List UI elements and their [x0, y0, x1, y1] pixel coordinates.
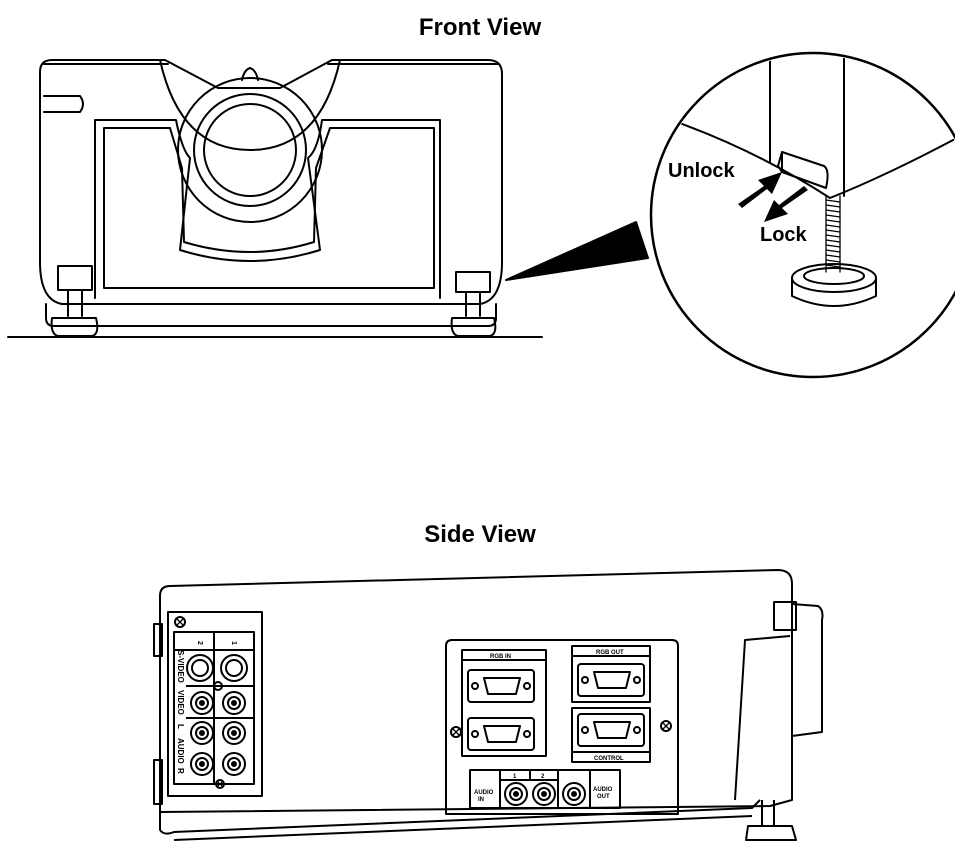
rear-tab: [773, 601, 797, 631]
av-panel: [167, 611, 263, 797]
chassis-bottom-lip: [159, 799, 761, 835]
audio-in-label-1: AUDIO: [474, 790, 494, 796]
video-jacks: [190, 691, 246, 715]
av-panel-screw-mid: [213, 681, 223, 691]
front-grille-outline: [94, 119, 441, 299]
svideo-label: S-VIDEO: [176, 650, 185, 683]
left-side-tab-bottom: [153, 759, 163, 805]
callout-wedge: [505, 221, 649, 281]
indicator-window: [43, 95, 84, 113]
left-foot-housing: [57, 265, 93, 291]
lens-top-tab: [241, 67, 259, 81]
rgb-in-connector-2: [467, 717, 535, 751]
rgb-in-label: RGB IN: [490, 654, 511, 660]
audio-r-label: R: [176, 768, 185, 774]
audio-in-1-label: 1: [513, 774, 517, 780]
unlock-label: Unlock: [668, 160, 735, 182]
audio-l-label: L: [176, 724, 185, 729]
adjuster-thread: [825, 195, 841, 273]
right-foot-screw: [465, 291, 481, 317]
adjuster-foot-inner: [803, 267, 865, 285]
audio-in-2-label: 2: [541, 774, 545, 780]
lock-label: Lock: [760, 224, 807, 246]
av-panel-screw-bottom: [215, 779, 225, 789]
lock-arrow: [764, 186, 808, 222]
audio-l-jacks: [190, 721, 246, 745]
left-foot-pad: [50, 317, 99, 337]
rear-bumper: [791, 603, 824, 737]
audio-frame: [469, 769, 621, 809]
audio-out-label-1: AUDIO: [593, 787, 613, 793]
projector-body: [39, 59, 503, 305]
lens-glass: [203, 103, 297, 197]
zoom-lock-lever: [777, 151, 829, 189]
lens-outer-ring: [177, 77, 323, 223]
right-foot-housing: [455, 271, 491, 293]
adjuster-foot-side: [791, 277, 877, 307]
unlock-arrow: [738, 172, 782, 208]
io-screw-right: [660, 720, 672, 732]
control-frame: [571, 707, 651, 763]
io-panel: [445, 639, 679, 815]
rgb-out-connector: [577, 663, 645, 697]
zoom-body-edge: [653, 109, 955, 199]
io-screw-right-x: [661, 721, 671, 731]
control-label: CONTROL: [594, 756, 624, 762]
rgb-in-connector-1: [467, 669, 535, 703]
right-foot-pad: [450, 317, 497, 337]
audio-in-jacks: [504, 782, 556, 806]
audio-r-jacks: [190, 752, 246, 776]
audio-label: AUDIO: [176, 738, 185, 764]
chassis-outline: [159, 569, 793, 813]
zoom-circle: [649, 51, 955, 379]
front-view-title: Front View: [418, 14, 542, 41]
body-bezel: [159, 59, 341, 151]
audio-out-jack: [562, 782, 586, 806]
io-screw-left-x: [451, 727, 461, 737]
left-foot-screw: [67, 289, 83, 317]
av-col-2-label: 2: [196, 641, 203, 645]
audio-out-label-2: OUT: [597, 794, 610, 800]
lens-mid-ring: [193, 93, 307, 207]
left-side-tab-top: [153, 623, 163, 657]
rgb-in-frame: [461, 649, 547, 757]
rear-foot: [745, 800, 797, 841]
svideo-jacks: [186, 654, 248, 682]
video-label: VIDEO: [176, 690, 185, 715]
rear-ridge: [734, 635, 791, 801]
chassis-rib: [173, 815, 753, 841]
control-connector: [577, 713, 645, 747]
audio-in-label-2: IN: [478, 797, 484, 803]
av-panel-screw-top: [174, 616, 186, 628]
av-panel-screw-bottom-x: [216, 780, 224, 788]
front-inner-panel: [103, 127, 435, 289]
av-panel-screw-top-x: [175, 617, 185, 627]
side-view-title: Side View: [424, 521, 536, 548]
rgb-out-frame: [571, 645, 651, 703]
av-col-1-label: 1: [230, 641, 237, 645]
rgb-out-label: RGB OUT: [596, 650, 624, 656]
